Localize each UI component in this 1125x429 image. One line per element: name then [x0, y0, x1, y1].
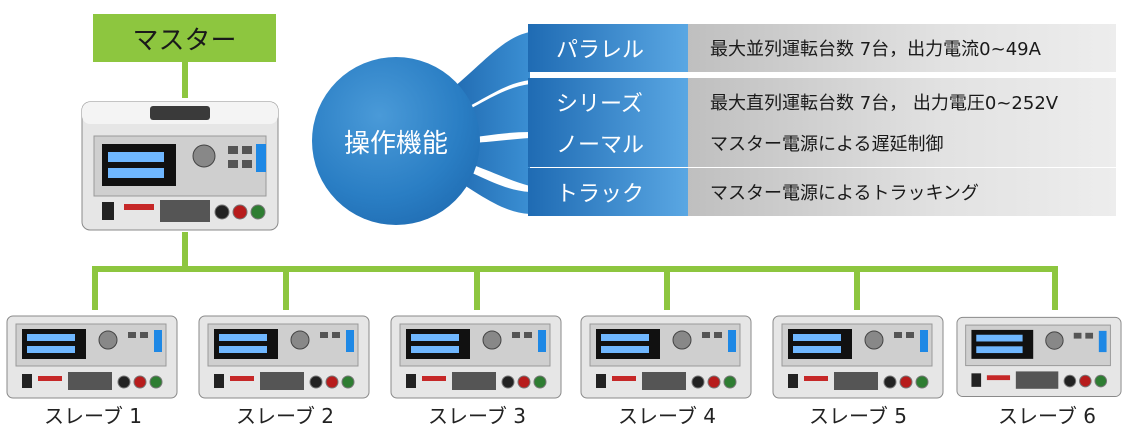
function-name-series: シリーズ	[528, 78, 688, 126]
function-desc-series: 最大直列運転台数 7台， 出力電圧0~252V	[688, 78, 1116, 126]
slave-drop-2	[283, 266, 289, 310]
slave-label-5: スレーブ 5	[809, 404, 907, 428]
slave-label-4: スレーブ 4	[618, 404, 716, 428]
slave-power-supply-image-3	[390, 315, 562, 399]
slave-power-supply-image-2	[198, 315, 370, 399]
master-bottom-wire	[182, 232, 188, 270]
function-desc-parallel: 最大並列運転台数 7台，出力電流0~49A	[688, 24, 1116, 72]
function-desc-track: マスター電源によるトラッキング	[688, 168, 1116, 216]
slave-power-supply-image-5	[772, 315, 944, 399]
operation-function-title: 操作機能	[343, 128, 448, 159]
slave-drop-3	[474, 266, 480, 310]
slave-drop-4	[664, 266, 670, 310]
slave-label-3: スレーブ 3	[428, 404, 526, 428]
slave-label-2: スレーブ 2	[236, 404, 334, 428]
operation-function-bubble: 操作機能	[312, 57, 480, 225]
slave-power-supply-image-6	[956, 316, 1122, 397]
master-top-wire	[182, 62, 188, 98]
master-label: マスター	[93, 14, 276, 62]
bus-wire	[92, 266, 1058, 272]
function-desc-normal: マスター電源による遅延制御	[688, 119, 1116, 167]
master-power-supply-image	[81, 101, 279, 231]
slave-drop-6	[1052, 266, 1058, 310]
slave-drop-1	[92, 266, 98, 310]
slave-label-6: スレーブ 6	[998, 404, 1096, 428]
function-name-track: トラック	[528, 168, 688, 216]
slave-power-supply-image-4	[580, 315, 752, 399]
slave-label-1: スレーブ 1	[44, 404, 142, 428]
slave-drop-5	[854, 266, 860, 310]
function-name-parallel: パラレル	[528, 24, 688, 72]
function-name-normal: ノーマル	[528, 119, 688, 167]
slave-power-supply-image-1	[6, 315, 178, 399]
